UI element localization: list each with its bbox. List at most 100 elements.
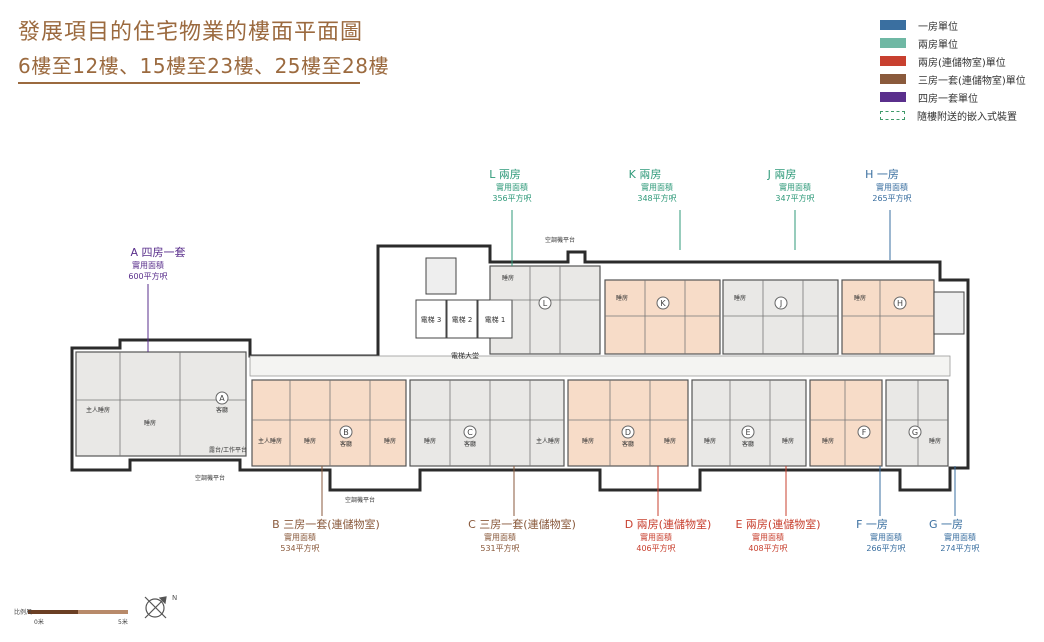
legend-label: 一房單位 (918, 21, 958, 33)
unit-d-marker (621, 425, 635, 439)
unit-d-name: D 兩房(連儲物室) (625, 517, 712, 531)
unit-g-letter: G (912, 428, 918, 437)
top-units (489, 265, 935, 355)
scale-start: 0米 (34, 618, 44, 626)
unit-k-area: 348平方呎 (637, 193, 676, 203)
unit-f-area-label: 實用面積 (870, 532, 902, 542)
unit-f-letter: F (862, 428, 867, 437)
corridor (249, 355, 951, 377)
unit-e-area (691, 379, 807, 467)
unit-l-marker (538, 296, 552, 310)
unit-g-area (885, 379, 949, 467)
room-label: 睡房 (144, 419, 156, 427)
room-label: 睡房 (384, 437, 396, 445)
unit-d-area: 406平方呎 (636, 543, 675, 553)
unit-h-area-label: 實用面積 (876, 182, 908, 192)
unit-b-name: B 三房一套(連儲物室) (272, 517, 380, 531)
room-label: 睡房 (304, 437, 316, 445)
page-title: 發展項目的住宅物業的樓面平面圖 (18, 20, 364, 45)
room-label: 睡房 (929, 437, 941, 445)
unit-b-area (251, 379, 407, 467)
legend-swatch (880, 74, 906, 84)
unit-d-area (567, 379, 689, 467)
unit-e-marker (741, 425, 755, 439)
unit-k-name: K 兩房 (629, 168, 662, 181)
unit-k-letter: K (660, 299, 666, 308)
scale-label: 比例尺 (14, 608, 32, 616)
page-subtitle: 6樓至12樓、15樓至23樓、25樓至28樓 (18, 54, 389, 78)
unit-e-area: 408平方呎 (748, 543, 787, 553)
unit-l-area: 356平方呎 (492, 193, 531, 203)
legend-swatch (880, 92, 906, 102)
unit-l-letter: L (543, 299, 548, 308)
scale-bar (28, 610, 128, 614)
legend-label: 隨樓附送的嵌入式裝置 (917, 111, 1017, 123)
unit-c-letter: C (467, 428, 473, 437)
unit-f-area (809, 379, 883, 467)
legend-label: 三房一套(連儲物室)單位 (918, 75, 1026, 87)
unit-j-area-label: 實用面積 (779, 182, 811, 192)
room-label: 睡房 (734, 294, 746, 302)
legend-item-two-bed: 兩房單位 (880, 34, 1040, 52)
unit-a-area (75, 351, 247, 457)
room-label: 睡房 (854, 294, 866, 302)
unit-c-area (409, 379, 565, 467)
legend-label: 兩房單位 (918, 39, 958, 51)
callout-lines (147, 210, 956, 516)
unit-k-area (604, 279, 721, 355)
legend: 一房單位 兩房單位 兩房(連儲物室)單位 三房一套(連儲物室)單位 四房一套單位… (880, 16, 1040, 124)
unit-a-area-label: 實用面積 (132, 260, 164, 270)
lift-core (415, 257, 965, 339)
room-label: 主人睡房 (258, 437, 282, 445)
unit-l-area (489, 265, 601, 355)
unit-b-letter: B (343, 428, 349, 437)
legend-label: 四房一套單位 (918, 93, 978, 105)
unit-a-marker (215, 391, 229, 405)
unit-g-marker (908, 425, 922, 439)
partitions (76, 266, 948, 466)
title-underline (18, 82, 360, 84)
north-arrow-icon (144, 596, 167, 619)
unit-k-area-label: 實用面積 (641, 182, 673, 192)
legend-swatch (880, 38, 906, 48)
unit-e-area-label: 實用面積 (752, 532, 784, 542)
unit-h-area (841, 279, 935, 355)
room-label: 客廳 (340, 440, 352, 448)
unit-f-name: F 一房 (856, 518, 888, 531)
lift-3 (415, 299, 447, 339)
bottom-units (75, 351, 949, 467)
unit-a-name: A 四房一套 (130, 246, 185, 259)
unit-g-area-label: 實用面積 (944, 532, 976, 542)
legend-item-fixtures: 隨樓附送的嵌入式裝置 (880, 106, 1040, 124)
unit-e-name: E 兩房(連儲物室) (735, 517, 820, 531)
unit-l-name: L 兩房 (489, 168, 521, 181)
unit-g-name: G 一房 (929, 518, 963, 531)
unit-h-name: H 一房 (865, 168, 899, 181)
unit-k-marker (656, 296, 670, 310)
room-label: 睡房 (424, 437, 436, 445)
room-label: 睡房 (664, 437, 676, 445)
unit-b-marker (339, 425, 353, 439)
room-label: 客廳 (464, 440, 476, 448)
room-label: 睡房 (822, 437, 834, 445)
room-label: 空調機平台 (345, 496, 375, 504)
room-label: 睡房 (582, 437, 594, 445)
room-label: 空調機平台 (195, 474, 225, 482)
unit-g-area: 274平方呎 (940, 543, 979, 553)
unit-c-marker (463, 425, 477, 439)
legend-item-two-bed-store: 兩房(連儲物室)單位 (880, 52, 1040, 70)
unit-j-name: J 兩房 (767, 168, 797, 181)
unit-f-marker (857, 425, 871, 439)
unit-a-letter: A (219, 394, 225, 403)
room-label: 主人睡房 (536, 437, 560, 445)
unit-d-letter: D (625, 428, 631, 437)
legend-item-three-bed: 三房一套(連儲物室)單位 (880, 70, 1040, 88)
lift-2 (446, 299, 478, 339)
room-label: 睡房 (616, 294, 628, 302)
stair-core (425, 257, 457, 295)
unit-c-area: 531平方呎 (480, 543, 519, 553)
unit-j-area (722, 279, 839, 355)
unit-h-area: 265平方呎 (872, 193, 911, 203)
unit-c-area-label: 實用面積 (484, 532, 516, 542)
